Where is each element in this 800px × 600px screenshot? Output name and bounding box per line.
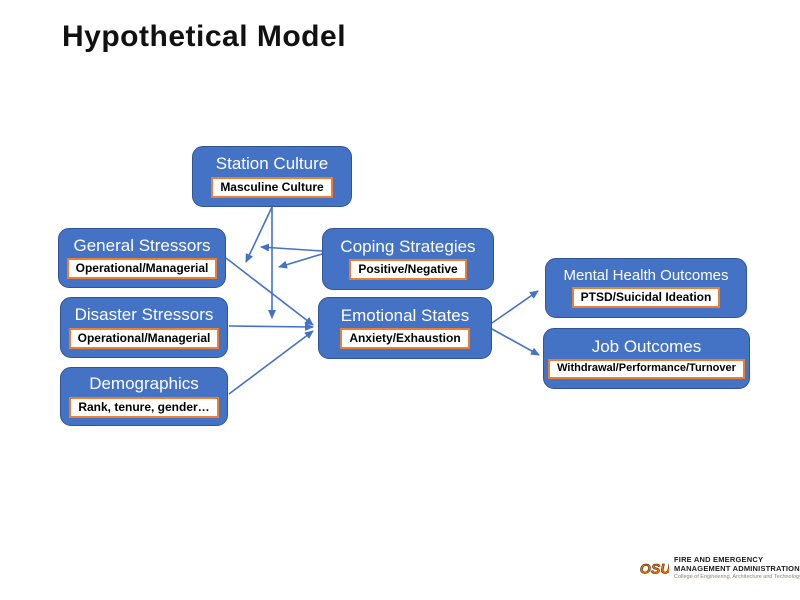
node-sublabel: Operational/Managerial — [68, 327, 220, 349]
arrow-station-to-general-path — [245, 206, 273, 263]
slide-title: Hypothetical Model — [62, 20, 347, 53]
node-mental-health-outcomes: Mental Health Outcomes PTSD/Suicidal Ide… — [545, 258, 747, 318]
node-title: Disaster Stressors — [74, 305, 214, 325]
arrow-demographics-to-emotional — [228, 330, 314, 395]
node-sublabel: Rank, tenure, gender… — [69, 396, 219, 418]
node-title: Emotional States — [340, 305, 470, 325]
node-title: Mental Health Outcomes — [563, 266, 729, 284]
footer-tagline: College of Engineering, Architecture and… — [674, 574, 800, 581]
node-sublabel: PTSD/Suicidal Ideation — [571, 287, 721, 309]
arrow-disaster-to-emotional — [228, 322, 314, 331]
node-emotional-states: Emotional States Anxiety/Exhaustion — [318, 297, 492, 359]
node-sublabel: Withdrawal/Performance/Turnover — [548, 359, 745, 380]
node-title: Demographics — [89, 374, 199, 394]
arrow-coping-lower — [278, 253, 323, 269]
node-title: Coping Strategies — [340, 236, 476, 256]
node-sublabel: Operational/Managerial — [66, 258, 218, 280]
footer-org-line2: MANAGEMENT ADMINISTRATION — [674, 563, 800, 573]
arrow-general-to-emotional — [225, 257, 314, 326]
node-title: General Stressors — [73, 235, 211, 255]
node-title: Job Outcomes — [591, 336, 702, 356]
footer-brand-text: FIRE AND EMERGENCY MANAGEMENT ADMINISTRA… — [674, 554, 800, 581]
node-sublabel: Positive/Negative — [349, 259, 467, 281]
arrow-emotional-to-mental-health — [491, 290, 539, 324]
footer-org-line1: FIRE AND EMERGENCY — [674, 554, 764, 564]
osu-logo-icon: OSU — [640, 561, 669, 577]
node-disaster-stressors: Disaster Stressors Operational/Manageria… — [60, 297, 228, 358]
node-sublabel: Anxiety/Exhaustion — [340, 328, 470, 350]
node-title: Station Culture — [215, 154, 329, 174]
svg-text:OSU: OSU — [640, 561, 669, 577]
node-job-outcomes: Job Outcomes Withdrawal/Performance/Turn… — [543, 328, 750, 389]
node-sublabel: Masculine Culture — [211, 176, 333, 198]
node-demographics: Demographics Rank, tenure, gender… — [60, 367, 228, 426]
node-coping-strategies: Coping Strategies Positive/Negative — [322, 228, 494, 290]
arrow-emotional-to-job — [491, 328, 540, 356]
arrow-coping-upper — [260, 243, 323, 252]
footer-brand: OSU FIRE AND EMERGENCY MANAGEMENT ADMINI… — [639, 552, 800, 584]
node-general-stressors: General Stressors Operational/Managerial — [58, 228, 226, 288]
node-station-culture: Station Culture Masculine Culture — [192, 146, 352, 207]
